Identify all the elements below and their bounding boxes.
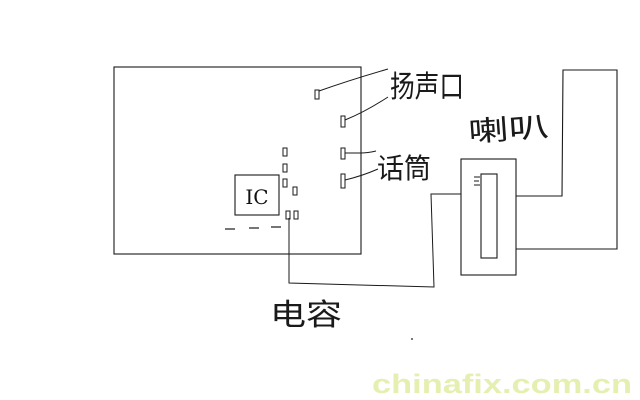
mic-label: 话筒 (377, 152, 431, 185)
capacitor-label: 电容 (270, 298, 342, 333)
horn-label: 喇叭 (467, 110, 550, 149)
mic-lead-2 (344, 168, 379, 181)
ic-chip (234, 174, 280, 216)
mic-lead-1 (345, 150, 377, 154)
horn-inner-element (480, 173, 498, 259)
capacitor-to-horn-wire (288, 193, 461, 288)
mic-pad-2 (340, 173, 346, 189)
horn-assembly (460, 69, 618, 276)
wiring (288, 193, 461, 288)
capacitor-6 (293, 210, 299, 220)
circuit-board (113, 66, 362, 255)
watermark: chinafix.com.cn (372, 369, 632, 399)
speaker-lead-1 (318, 68, 389, 92)
board-outline (113, 66, 362, 255)
capacitors (282, 147, 299, 220)
speaker-pad-2 (340, 115, 346, 128)
capacitor-1 (282, 147, 288, 157)
mic-pad-1 (340, 147, 346, 160)
speaker-connectors (314, 68, 389, 128)
capacitor-2 (282, 163, 288, 173)
capacitor-4 (292, 186, 298, 196)
capacitor-5 (285, 210, 291, 220)
ic-label: IC (245, 185, 268, 209)
speaker-label: 扬声口 (390, 70, 464, 105)
speaker-lead-2 (344, 96, 389, 121)
horn-right-lead (516, 69, 618, 250)
horn-outer-frame (460, 158, 517, 276)
resistor-dashes (225, 226, 281, 230)
capacitor-3 (282, 178, 288, 188)
stray-dot (411, 338, 413, 340)
speaker-pad-1 (314, 89, 320, 100)
mic-connectors (340, 147, 379, 189)
horn-pins (474, 176, 480, 186)
